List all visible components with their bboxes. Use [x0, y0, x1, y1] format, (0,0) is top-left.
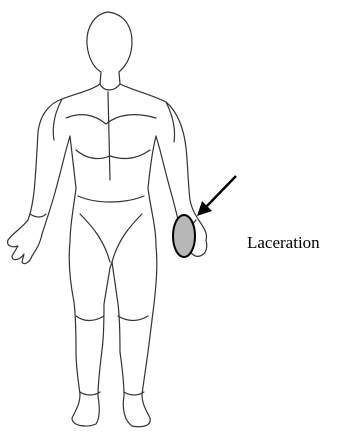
right-shoulder-line	[166, 102, 175, 142]
groin-line-left	[80, 214, 110, 262]
laceration-marker	[173, 215, 195, 257]
chest-line	[66, 115, 156, 124]
right-knee-line	[118, 316, 148, 321]
waist-line	[78, 196, 144, 202]
sternum-line	[108, 92, 110, 180]
pointer-arrow-shaft	[206, 176, 236, 207]
right-ankle-line	[124, 392, 144, 395]
groin-line-right	[112, 214, 142, 262]
left-ankle-line	[80, 392, 100, 395]
rib-line-left	[76, 150, 110, 158]
left-knee-line	[76, 316, 104, 321]
left-wrist-line	[30, 214, 46, 217]
rib-line-right	[110, 150, 150, 158]
left-shoulder-line	[53, 99, 62, 140]
neck-line	[100, 84, 120, 90]
laceration-label: Laceration	[247, 233, 320, 253]
